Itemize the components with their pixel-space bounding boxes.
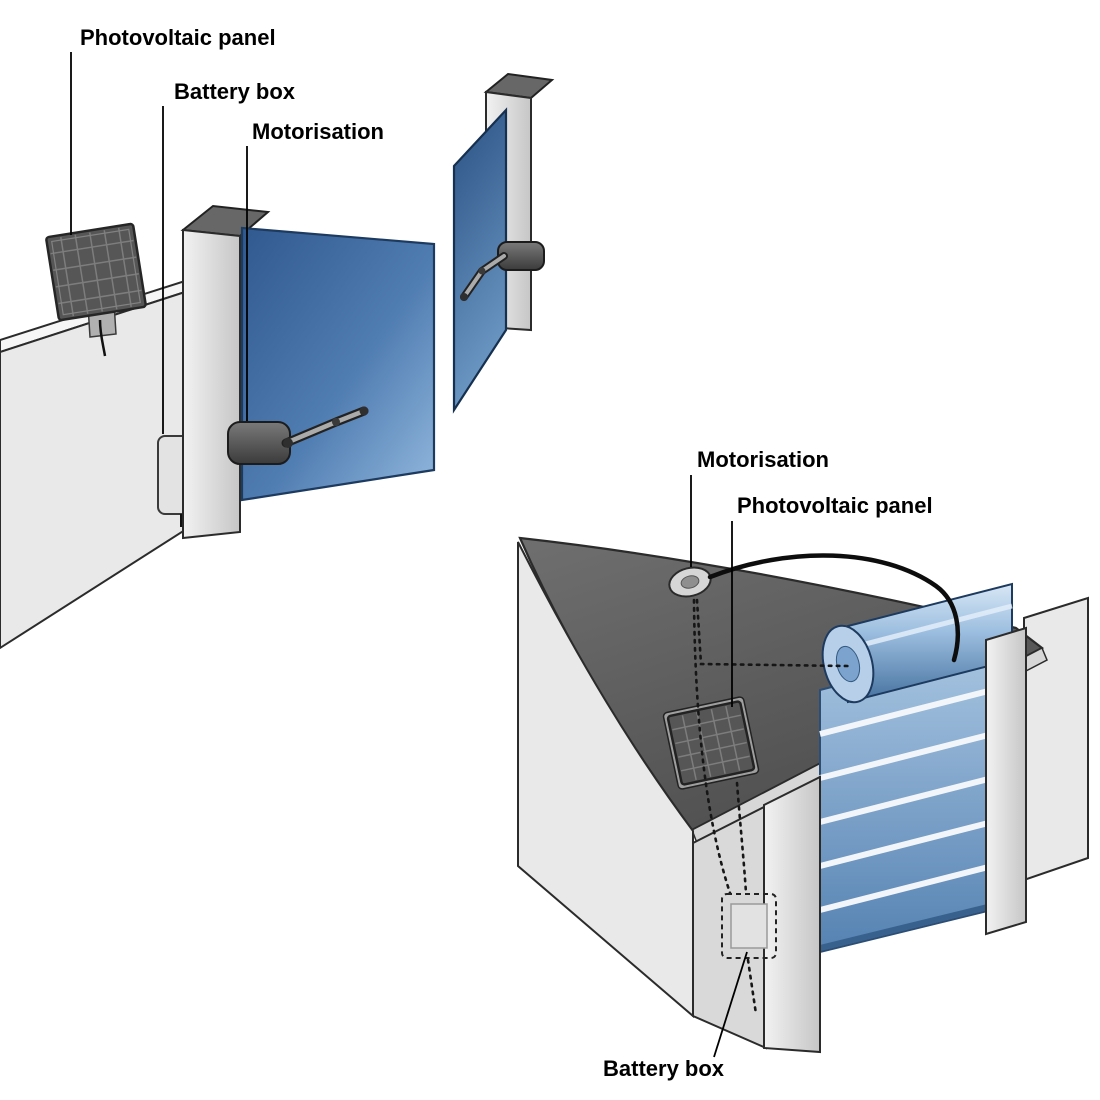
motor-cable xyxy=(707,553,961,663)
arm-elbow-joint xyxy=(332,418,340,426)
photovoltaic-panel-label: Photovoltaic panel xyxy=(737,493,933,518)
gate-motor-right xyxy=(460,241,545,301)
roller-motor xyxy=(668,566,712,598)
battery-box-leader-line xyxy=(713,951,748,1058)
motorisation-label: Motorisation xyxy=(252,119,384,144)
arm-gate-bracket xyxy=(460,293,468,301)
gate-leaf-right xyxy=(452,107,508,414)
battery-box-inner xyxy=(730,903,768,949)
roller-door-diagram: Motorisation Photovoltaic panel Battery … xyxy=(517,447,1089,1081)
battery-box-label: Battery box xyxy=(174,79,296,104)
arm-elbow-joint xyxy=(478,267,486,275)
door-pillar-right xyxy=(985,626,1027,936)
cable-motor-to-roll xyxy=(695,598,850,668)
slat-separators xyxy=(819,683,1009,913)
motorisation-label: Motorisation xyxy=(697,447,829,472)
cable-battery-down xyxy=(746,958,758,1016)
photovoltaic-panel-label: Photovoltaic panel xyxy=(80,25,276,50)
gable-wall xyxy=(517,541,694,1019)
curtain-bottom-bar xyxy=(819,899,1009,951)
roll-highlight xyxy=(849,603,1013,651)
photovoltaic-panel-right xyxy=(662,696,760,790)
solar-cable xyxy=(98,319,107,357)
arm-shaft xyxy=(283,438,293,448)
swing-gate-diagram: Photovoltaic panel Battery box Motorisat… xyxy=(0,25,555,650)
battery-box-right xyxy=(721,893,777,959)
battery-box-label: Battery box xyxy=(603,1056,725,1081)
arm-gate-bracket xyxy=(359,406,369,416)
door-pillar-left xyxy=(763,775,821,1054)
panel-grid xyxy=(50,227,142,317)
cable-panel-to-battery xyxy=(735,781,748,895)
roller-motor-hub xyxy=(680,575,700,589)
photovoltaic-panel-left xyxy=(45,222,147,322)
cable-motor-to-battery xyxy=(692,598,732,895)
shutter-curtain xyxy=(819,640,1009,954)
panel-grid xyxy=(672,705,750,781)
left-pillar xyxy=(182,228,241,540)
gate-motor-left xyxy=(227,406,369,465)
